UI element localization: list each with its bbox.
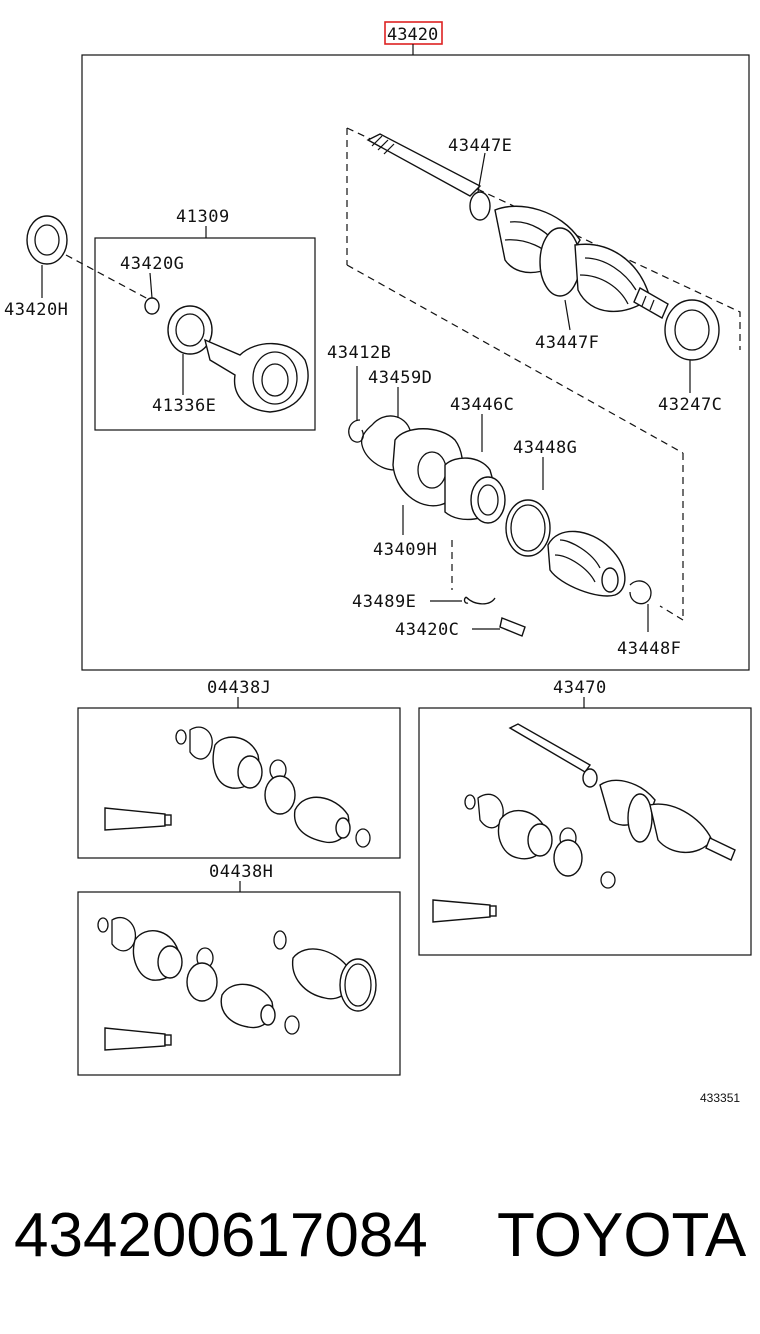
label-04438J[interactable]: 04438J — [207, 678, 271, 698]
brand-name: TOYOTA — [497, 1201, 747, 1270]
drive-shaft-drawing — [366, 133, 669, 319]
ring-41336E — [167, 305, 213, 355]
subassembly-41309-frame — [94, 237, 316, 431]
grease-tube-icon — [104, 807, 166, 831]
clip-43489E — [463, 596, 496, 605]
label-43420G[interactable]: 43420G — [120, 254, 184, 274]
bolt-43420C — [499, 617, 526, 637]
label-43409H[interactable]: 43409H — [373, 540, 437, 560]
seal-43420H — [26, 215, 68, 265]
seal-ring-43247C — [664, 299, 720, 361]
label-43420[interactable]: 43420 — [387, 25, 438, 45]
kit-04438H-parts — [97, 916, 377, 1051]
label-43470[interactable]: 43470 — [553, 678, 607, 698]
label-04438H[interactable]: 04438H — [209, 862, 273, 882]
label-41309[interactable]: 41309 — [176, 207, 230, 227]
kit-04438J-frame — [77, 707, 401, 859]
main-assembly-frame — [81, 54, 750, 671]
label-43247C[interactable]: 43247C — [658, 395, 722, 415]
label-43420C[interactable]: 43420C — [395, 620, 459, 640]
clamp-43448G — [505, 499, 551, 557]
kit-43470-parts — [432, 723, 736, 923]
snap-ring-43420G — [144, 297, 160, 315]
snap-ring-43412B — [348, 419, 364, 443]
figure-number: 433351 — [700, 1091, 740, 1105]
outboard-joint-drawing — [203, 338, 309, 413]
kit-43470-frame — [418, 707, 752, 956]
label-41336E[interactable]: 41336E — [152, 396, 216, 416]
part-number: 434200617084 — [14, 1201, 428, 1270]
label-43448F[interactable]: 43448F — [617, 639, 681, 659]
label-43446C[interactable]: 43446C — [450, 395, 514, 415]
label-43447E[interactable]: 43447E — [448, 136, 512, 156]
label-43412B[interactable]: 43412B — [327, 343, 391, 363]
grease-tube-icon — [104, 1027, 166, 1051]
kit-04438H-frame — [77, 891, 401, 1076]
label-43489E[interactable]: 43489E — [352, 592, 416, 612]
label-43447F[interactable]: 43447F — [535, 333, 599, 353]
label-43420H[interactable]: 43420H — [4, 300, 68, 320]
label-43448G[interactable]: 43448G — [513, 438, 577, 458]
kit-04438J-parts — [104, 726, 371, 848]
label-43459D[interactable]: 43459D — [368, 368, 432, 388]
grease-tube-icon — [432, 899, 491, 923]
